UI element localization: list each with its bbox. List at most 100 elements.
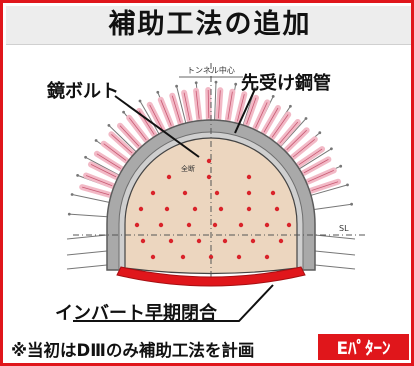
- face-bolt-dot: [218, 206, 224, 212]
- radial-bolt-line: [71, 194, 110, 203]
- forepoling-pipe-outline: [85, 175, 113, 187]
- wall-bolt-line: [314, 234, 356, 240]
- radial-bolt-end: [339, 164, 343, 168]
- forepoling-pipe-outline: [183, 92, 191, 121]
- forepoling-pipe-outline: [227, 91, 233, 120]
- face-bolt-dot: [236, 254, 242, 260]
- radial-bolt-end: [350, 202, 353, 206]
- leader-invert: [73, 284, 274, 322]
- face-bolt-dot: [250, 238, 256, 244]
- face-bolt-dot: [186, 222, 192, 228]
- forepoling-pipe-outline: [111, 134, 133, 154]
- tunnel-center-label: トンネル中心: [187, 65, 235, 75]
- face-bolt-dot: [246, 190, 252, 196]
- radial-bolt-line: [108, 125, 137, 153]
- face-bolt-dot: [206, 158, 212, 164]
- page-title: 補助工法の追加: [108, 9, 312, 40]
- radial-bolt-end: [138, 99, 142, 103]
- radial-bolt-line: [298, 148, 332, 170]
- radial-bolt-end: [122, 110, 125, 114]
- face-bolt-dot: [150, 190, 156, 196]
- radial-bolt-end: [84, 155, 87, 159]
- radial-bolt-line: [280, 118, 307, 148]
- forepoling-pipe-outline: [171, 95, 181, 123]
- face-bolt-dot: [264, 222, 270, 228]
- forepoling-pipe-outline: [149, 104, 163, 130]
- face-bolt-dot: [270, 190, 276, 196]
- all-section-label: 全断: [181, 164, 195, 173]
- face-bolt-dot: [150, 254, 156, 260]
- face-bolt-dot: [222, 238, 228, 244]
- forepoling-pipe-outline: [128, 117, 147, 141]
- forepoling-pipe-outline: [311, 181, 339, 191]
- radial-bolt-line: [139, 100, 160, 135]
- face-bolt-dot: [182, 190, 188, 196]
- face-bolt-dot: [168, 238, 174, 244]
- tunnel-cross-section-diagram: SL トンネル中心 全断: [66, 63, 365, 322]
- forepoling-pipe-outline: [279, 121, 299, 144]
- radial-bolt-end: [289, 104, 292, 108]
- face-bolt-dot: [206, 174, 212, 180]
- radial-bolt-end: [107, 124, 111, 127]
- face-bolt-dot: [138, 206, 144, 212]
- radial-bolt-line: [176, 86, 187, 124]
- label-face-bolt: 鏡ボルト: [47, 81, 119, 102]
- face-bolt-dots: [134, 158, 292, 260]
- forepoling-pipe-outline: [160, 99, 172, 126]
- face-bolt-dot: [140, 238, 146, 244]
- radial-bolt-end: [271, 95, 275, 98]
- radial-bolt-end: [214, 80, 218, 84]
- forepoling-pipe-outline: [119, 125, 140, 147]
- sl-label: SL: [339, 224, 349, 233]
- forepoling-pipe-outline: [255, 102, 268, 128]
- face-bolt-dot: [278, 238, 284, 244]
- forepoling-pipe-outline: [263, 107, 279, 133]
- radial-bolt-line: [313, 203, 352, 210]
- wall-bolt-line: [314, 264, 356, 270]
- radial-bolt-line: [310, 184, 348, 196]
- wall-bolt-line: [66, 234, 108, 240]
- forepoling-pipe-outline: [292, 138, 316, 158]
- forepoling-pipe-outline: [307, 170, 334, 182]
- face-bolt-dot: [180, 254, 186, 260]
- forepoling-pipe-outline: [96, 153, 121, 169]
- radial-bolt-line: [69, 213, 108, 218]
- radial-bolt-line: [85, 156, 120, 176]
- forepoling-pipe-outline: [218, 90, 221, 119]
- radial-bolt-end: [67, 212, 71, 216]
- radial-bolt-end: [76, 174, 79, 177]
- forepoling-umbrella-pipes: [79, 87, 342, 198]
- leader-sakiuke: [234, 88, 256, 134]
- forepoling-pipe-outline: [103, 143, 127, 161]
- radial-bolt-end: [156, 90, 160, 94]
- footnote: ※当初はDⅢのみ補助工法を計画: [11, 341, 255, 360]
- face-bolt-dot: [134, 222, 140, 228]
- face-bolt-dot: [212, 222, 218, 228]
- invert-closure: [116, 266, 306, 287]
- label-early-invert-closure: インバート早期閉合: [55, 303, 217, 324]
- face-bolt-dot: [274, 206, 280, 212]
- forepoling-pipe-outline: [271, 114, 289, 138]
- face-bolt-dot: [192, 206, 198, 212]
- forepoling-pipe-outline: [286, 129, 307, 151]
- radial-bolt-end: [194, 81, 198, 85]
- title-bar: 補助工法の追加: [6, 6, 411, 45]
- radial-bolt-end: [94, 139, 98, 142]
- wall-bolt-line: [66, 250, 108, 256]
- forepoling-pipe-outline: [246, 97, 257, 125]
- face-bolt-dot: [164, 206, 170, 212]
- face-bolt-dot: [166, 174, 172, 180]
- radial-bolt-end: [304, 117, 308, 120]
- wall-bolt-line: [314, 250, 356, 256]
- face-bolt-dot: [238, 222, 244, 228]
- face-bolt-dot: [264, 254, 270, 260]
- face-bolt-dot: [286, 222, 292, 228]
- radial-bolt-end: [330, 147, 333, 151]
- forepoling-pipe-outline: [207, 89, 210, 119]
- label-forepoling-pipe: 先受け鋼管: [241, 73, 331, 94]
- radial-bolt-end: [346, 183, 349, 187]
- forepoling-pipe-outline: [237, 94, 245, 122]
- forepoling-pipe-outline: [303, 159, 329, 174]
- wall-bolt-line: [66, 264, 108, 270]
